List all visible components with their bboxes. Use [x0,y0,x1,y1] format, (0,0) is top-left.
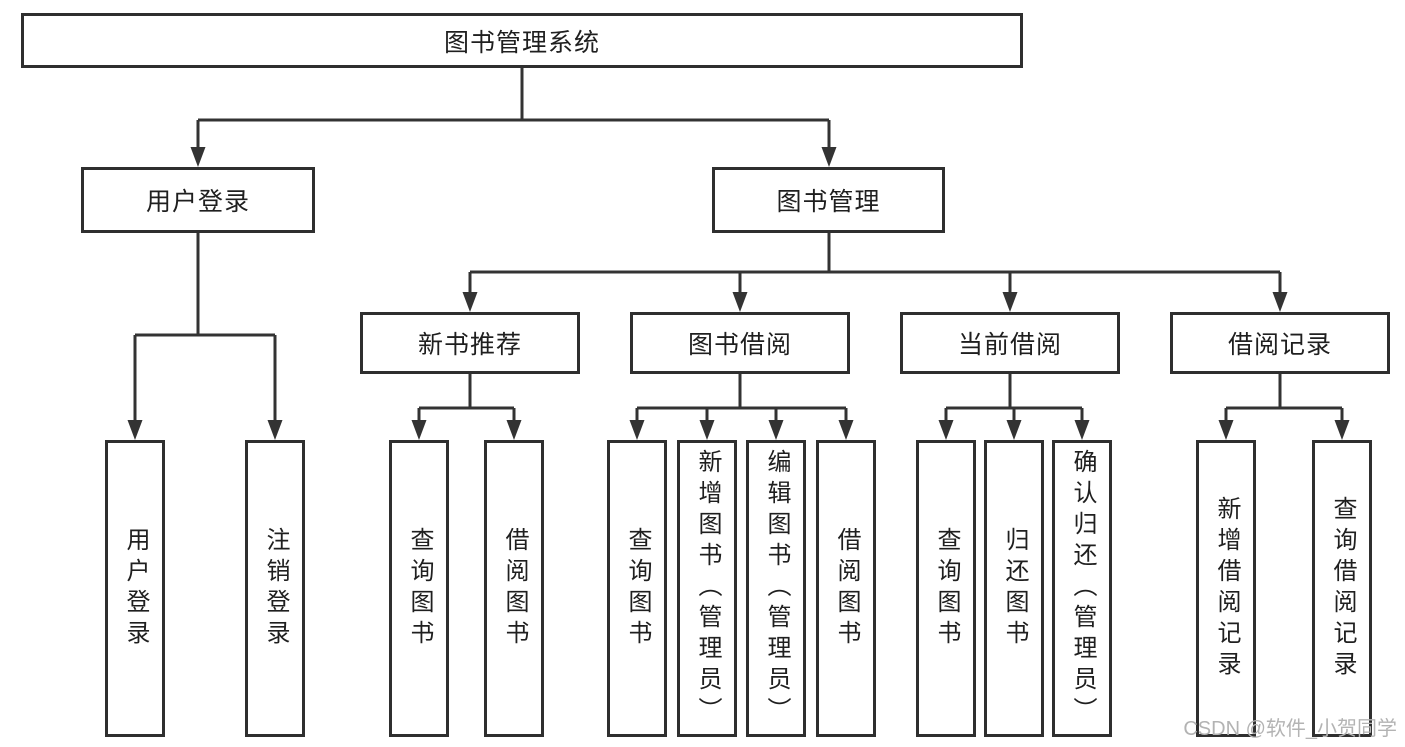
node-label: 新增借阅记录 [1213,495,1240,682]
node-label: 借阅图书 [833,526,860,651]
node-label: 图书管理 [776,188,881,216]
node-current-borrowing: 当前借阅 [900,312,1120,374]
node-label: 图书管理系统 [443,28,600,57]
node-label: 注销登录 [262,526,289,651]
node-borrowing-records: 借阅记录 [1170,312,1390,374]
node-book-management: 图书管理 [712,167,945,233]
node-library-management-system: 图书管理系统 [21,13,1023,68]
leaf-query-books-current: 查询图书 [916,440,976,737]
leaf-query-books-borrowing: 查询图书 [607,440,667,737]
node-label: 归还图书 [1001,526,1028,651]
leaf-query-books-recommend: 查询图书 [389,440,449,737]
node-label: 查询图书 [933,526,960,651]
node-label: 查询借阅记录 [1329,495,1356,682]
node-user-login: 用户登录 [81,167,315,233]
node-book-borrowing: 图书借阅 [630,312,850,374]
leaf-borrow-books-recommend: 借阅图书 [484,440,544,737]
leaf-add-borrow-record: 新增借阅记录 [1196,440,1256,737]
node-label: 查询图书 [624,526,651,651]
leaf-borrow-books-borrowing: 借阅图书 [816,440,876,737]
node-label: 图书借阅 [687,331,792,359]
node-label: 编辑图书（管理员） [763,449,790,728]
leaf-query-borrow-record: 查询借阅记录 [1312,440,1372,737]
leaf-add-book-admin: 新增图书（管理员） [677,440,737,737]
node-label: 新增图书（管理员） [694,449,721,728]
node-label: 用户登录 [122,526,149,651]
node-label: 当前借阅 [957,331,1062,359]
csdn-watermark: CSDN @软件_小贺同学 [1183,718,1397,740]
node-label: 新书推荐 [417,331,522,359]
leaf-confirm-return-admin: 确认归还（管理员） [1052,440,1112,737]
leaf-return-book: 归还图书 [984,440,1044,737]
node-label: 用户登录 [145,188,250,216]
leaf-logout-login: 注销登录 [245,440,305,737]
node-label: 借阅图书 [501,526,528,651]
leaf-edit-book-admin: 编辑图书（管理员） [746,440,806,737]
node-new-book-recommendation: 新书推荐 [360,312,580,374]
node-label: 借阅记录 [1227,331,1332,359]
node-label: 确认归还（管理员） [1069,449,1096,728]
leaf-user-login: 用户登录 [105,440,165,737]
node-label: 查询图书 [406,526,433,651]
